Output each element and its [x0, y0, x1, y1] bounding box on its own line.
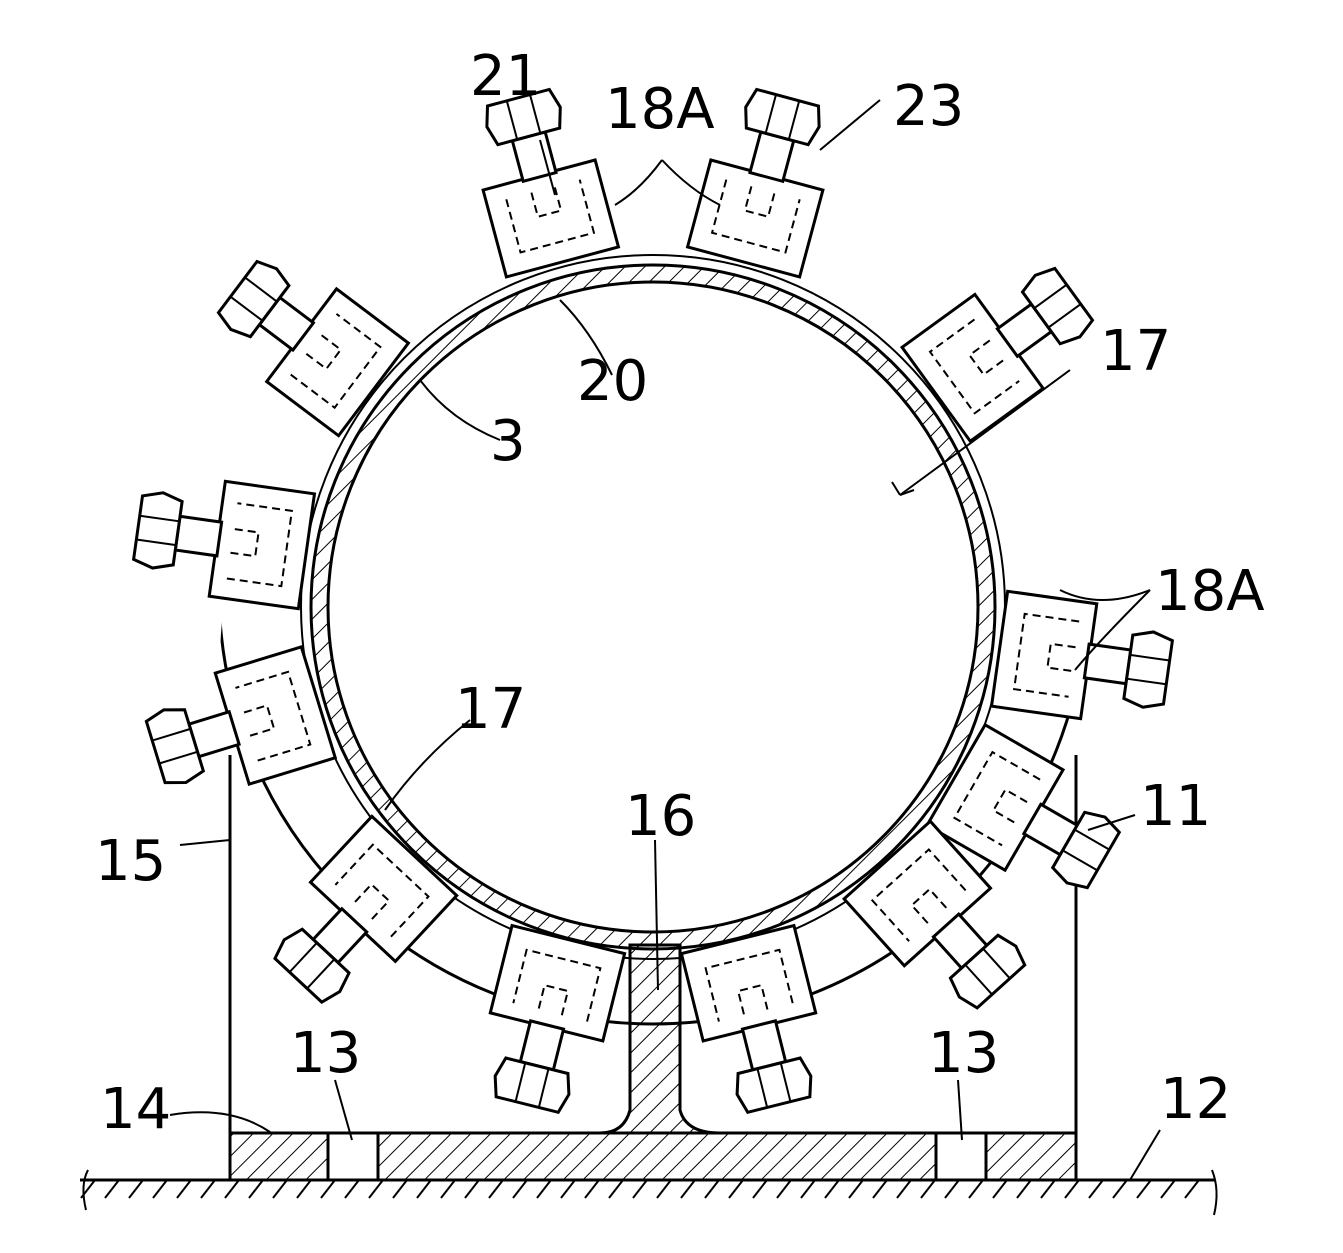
label-18a-right: 18A: [1155, 559, 1265, 624]
label-15: 15: [95, 829, 166, 894]
label-12: 12: [1160, 1067, 1231, 1132]
clamp-block: [471, 926, 625, 1119]
clamp-block: [139, 647, 335, 808]
clamp-block: [462, 83, 618, 277]
bolt: [1081, 623, 1173, 710]
label-11: 11: [1140, 774, 1211, 839]
label-20: 20: [577, 349, 648, 414]
label-17-left: 17: [455, 677, 526, 742]
label-13-left: 13: [290, 1021, 361, 1086]
bolt: [133, 490, 225, 577]
label-21: 21: [470, 44, 541, 109]
label-18a-top: 18A: [605, 77, 715, 142]
label-16: 16: [625, 784, 696, 849]
clamp-block: [130, 470, 314, 609]
label-17-top: 17: [1100, 319, 1171, 384]
clamp-block: [681, 926, 835, 1119]
label-13-right: 13: [928, 1021, 999, 1086]
label-3: 3: [490, 409, 526, 474]
label-14: 14: [100, 1077, 171, 1142]
label-23: 23: [893, 74, 964, 139]
base-plate: [230, 1133, 1076, 1180]
